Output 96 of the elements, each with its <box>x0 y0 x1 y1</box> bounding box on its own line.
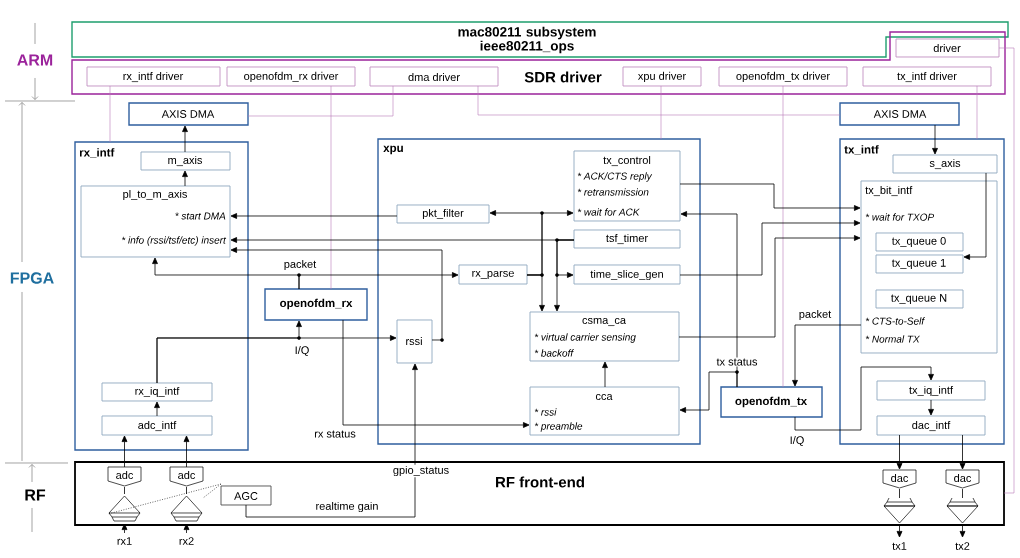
connector-line <box>107 483 222 515</box>
arrow <box>932 124 938 155</box>
block-box: time_slice_gen <box>573 264 681 285</box>
block-box: tx_queue N <box>875 289 964 309</box>
arrow <box>959 523 966 538</box>
arrow <box>182 170 188 187</box>
arrow <box>792 324 862 387</box>
arrow <box>526 274 545 312</box>
block-box: rx_iq_intf <box>101 382 213 402</box>
arrow <box>602 361 608 388</box>
block-box: rx_parse <box>458 264 528 285</box>
arrow <box>556 239 575 278</box>
connector-line <box>998 47 1015 494</box>
connector-line <box>660 85 662 140</box>
signal-label: gpio_status <box>391 464 451 478</box>
arrow <box>679 183 861 211</box>
driver-box: driver <box>895 38 1000 58</box>
arrow <box>230 247 443 341</box>
block-box: tx_queue 1 <box>875 254 964 274</box>
block-box: dac_intf <box>876 415 986 436</box>
driver-box: openofdm_rx driver <box>226 66 356 87</box>
connector-line <box>124 486 125 495</box>
amplifier-symbol <box>883 497 916 524</box>
edge-label: realtime gain <box>314 500 380 514</box>
connector-line <box>186 486 187 495</box>
layer-label: RF <box>25 489 46 501</box>
connector-line <box>976 85 978 140</box>
arrow <box>183 435 190 468</box>
arrow <box>679 220 861 276</box>
amplifier-symbol <box>108 495 141 522</box>
connector-line <box>962 488 963 499</box>
edge-label: I/Q <box>293 344 311 357</box>
module-box: AXIS DMA <box>128 102 249 126</box>
block-box: tx_iq_intf <box>876 380 986 401</box>
block-box: adc_intf <box>101 415 213 436</box>
block-box: s_axis <box>892 154 998 174</box>
module-box: openofdm_rx <box>264 288 368 321</box>
arrow <box>794 366 934 431</box>
connector-line <box>477 85 841 116</box>
connector-line <box>109 85 111 143</box>
arrow <box>963 172 987 260</box>
amplifier-symbol <box>946 497 979 524</box>
driver-box: xpu driver <box>622 66 702 87</box>
driver-box: tx_intf driver <box>862 66 992 87</box>
block-box: rssi <box>396 319 433 364</box>
block-box: pkt_filter <box>396 204 490 224</box>
layer-label: ARM <box>17 54 53 66</box>
edge-label: rx status <box>313 429 357 439</box>
edge-label: I/Q <box>788 434 806 448</box>
module-box: openofdm_tx <box>720 386 823 418</box>
arrow <box>342 319 530 428</box>
connector-line <box>202 483 222 499</box>
driver-box: openofdm_tx driver <box>718 66 848 87</box>
arrow <box>896 434 903 470</box>
block-box: tx_control * ACK/CTS reply * retransmission * wait for ACK <box>573 150 681 222</box>
block-box: csma_ca * virtual carrier sensing * backoff <box>529 311 680 362</box>
block-box: m_axis <box>140 151 231 171</box>
block-box: tx_queue 0 <box>875 232 964 252</box>
layer-label: FPGA <box>10 272 54 284</box>
node-label: * Normal TX <box>865 335 920 343</box>
block-box: AGC <box>220 485 272 506</box>
arrow <box>230 213 398 219</box>
block-box: cca * rssi * preamble <box>529 386 680 436</box>
connector-line <box>330 85 332 290</box>
arrow <box>182 125 188 153</box>
edge-label: packet <box>282 258 318 272</box>
arrow <box>183 523 190 534</box>
arrow <box>245 363 418 518</box>
port-label: rx2 <box>179 537 194 545</box>
arrow <box>121 435 128 468</box>
connector-line <box>247 85 394 117</box>
edge-label: tx status <box>715 357 759 367</box>
module-box: AXIS DMA <box>839 102 960 126</box>
node-label: * CTS-to-Self <box>865 317 925 325</box>
block-box: pl_to_m_axis * start DMA * info (rssi/tsf/etc) insert <box>80 185 231 258</box>
arrow <box>154 401 160 417</box>
arrow <box>121 523 128 534</box>
port-label: tx2 <box>955 542 970 550</box>
arrow <box>928 399 934 416</box>
driver-box: rx_intf driver <box>86 66 221 87</box>
node-label: * wait for TXOP <box>865 213 935 221</box>
amplifier-symbol <box>170 495 203 522</box>
node-label: tx_bit_intf <box>865 185 913 197</box>
connector-line <box>899 488 900 499</box>
port-label: tx1 <box>892 542 907 550</box>
arrow <box>152 257 300 290</box>
connector-line <box>782 85 784 388</box>
port-label: rx1 <box>117 537 132 545</box>
arrow <box>896 523 903 538</box>
arrow <box>678 235 861 338</box>
edge-label: packet <box>797 308 833 322</box>
arrow <box>679 371 738 413</box>
arrow <box>959 434 966 470</box>
driver-box: dma driver <box>369 66 499 87</box>
block-box: tsf_timer <box>573 229 681 249</box>
arrow <box>156 335 397 384</box>
